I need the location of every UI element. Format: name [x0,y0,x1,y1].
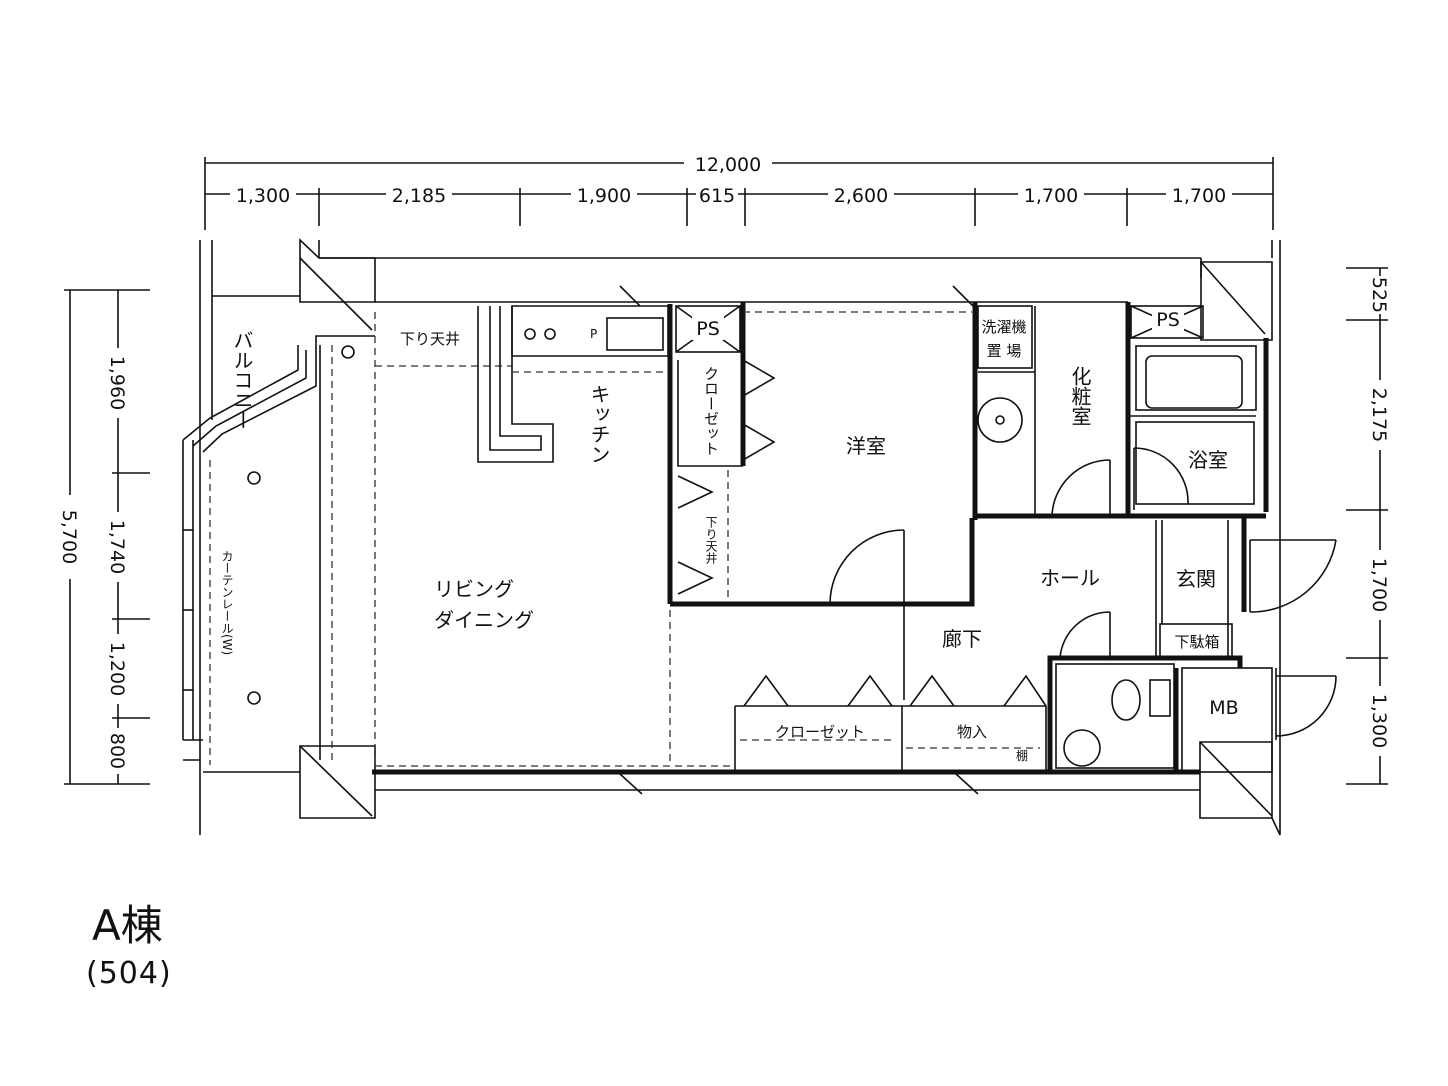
dim-left-1: 1,960 [106,356,128,410]
label-kitchen-p: P [590,327,597,341]
label-mb: MB [1209,697,1238,719]
label-storage: 物入 [957,723,987,741]
label-hall: ホール [1040,566,1100,590]
dim-top-4: 615 [699,185,735,207]
dim-left-4: 800 [106,733,128,769]
unit-number: (504) [86,956,172,991]
dim-top-total: 12,000 [695,154,761,176]
left-dimensions: 5,700 1,960 1,740 1,200 800 [58,289,150,785]
dim-top-5: 2,600 [834,185,888,207]
room-labels: バルコニー カーテンレール(W) 下り天井 P キッチン PS クローゼット 下… [220,309,1239,763]
label-washer-2: 置 場 [987,342,1022,360]
interior-walls [374,302,1337,773]
dim-top-7: 1,700 [1172,185,1226,207]
building-label: A棟 [92,901,163,950]
label-washer-1: 洗濯機 [981,318,1026,336]
dim-left-3: 1,200 [106,642,128,696]
dim-top-2: 2,185 [392,185,446,207]
label-bath: 浴室 [1188,448,1228,472]
right-dimensions: 525 2,175 1,700 1,300 [1346,267,1392,785]
label-entrance: 玄関 [1176,567,1216,591]
label-closet-1: クローゼット [702,366,720,456]
top-dimensions: 12,000 1,300 2,185 1,900 615 2,600 1,700… [204,150,1274,230]
dim-top-6: 1,700 [1024,185,1078,207]
dim-right-1: 525 [1368,277,1390,313]
label-lowered-ceiling-2: 下り天井 [704,516,718,565]
exterior-walls [182,238,1281,836]
label-shelf: 棚 [1016,748,1028,763]
dim-right-4: 1,300 [1368,694,1390,748]
label-living-1: リビング [434,577,514,601]
label-shoe-box: 下駄箱 [1174,633,1219,651]
dim-right-2: 2,175 [1368,388,1390,442]
label-living-2: ダイニング [434,608,534,632]
label-curtain-rail: カーテンレール(W) [220,550,234,656]
label-lowered-ceiling-1: 下り天井 [400,330,460,348]
dim-left-2: 1,740 [106,520,128,574]
label-kitchen: キッチン [587,384,611,464]
label-closet-2: クローゼット [775,723,865,741]
dim-right-3: 1,700 [1368,558,1390,612]
label-ps-2: PS [1156,309,1180,331]
label-vanity: 化粧室 [1068,366,1092,426]
label-western-room: 洋室 [846,434,886,458]
label-balcony: バルコニー [230,330,254,430]
dim-left-total: 5,700 [58,510,80,564]
label-ps-1: PS [696,318,720,340]
dim-top-3: 1,900 [577,185,631,207]
label-corridor: 廊下 [942,627,982,651]
dim-top-1: 1,300 [236,185,290,207]
